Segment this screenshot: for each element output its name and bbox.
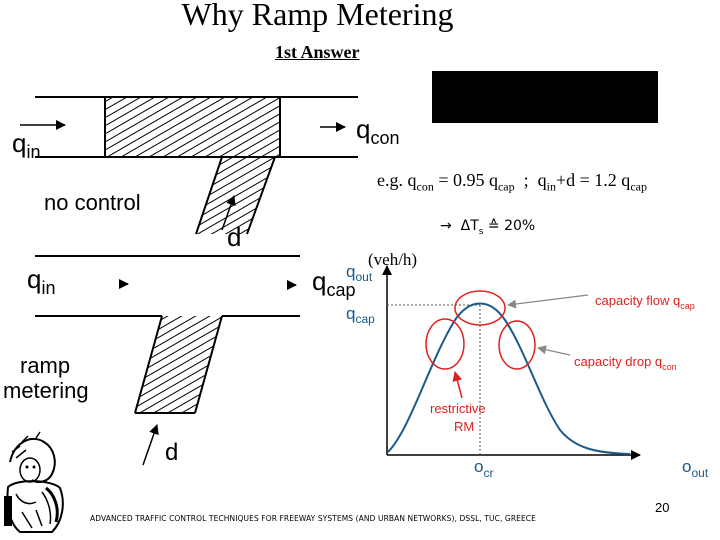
restrictive-rm-circle [425,318,465,370]
page-number: 20 [655,500,670,515]
subtitle-text: 1st Answer [275,42,360,62]
restrictive-rm-annotation-2: RM [454,419,474,434]
example-equation: e.g. qcon = 0.95 qcap ; qin+d = 1.2 qcap [377,170,647,195]
capacity-drop-arrow [537,345,571,356]
eq-sub: cap [630,179,647,194]
unit-label: (veh/h) [368,250,418,269]
capacity-drop-circle [498,320,536,370]
bottom-qcap: qcap [312,266,356,300]
delta-value: ≙ 20% [487,218,536,234]
bottom-qin: qin [27,264,55,298]
institute-logo [2,431,70,534]
page-subtitle: 1st Answer [275,42,360,63]
eq-part: = 0.95 q [433,170,498,190]
capacity-drop-annotation: capacity drop qcon [574,354,677,372]
bottom-freeway [35,255,300,466]
x-oout-label: oout [682,457,709,480]
page-title: Why Ramp Metering [181,0,454,32]
top-qin: qin [12,128,40,162]
ramp-metering-label-2: metering [3,378,89,403]
bottom-d-label: d [165,439,178,466]
restrictive-rm-arrow [452,371,463,399]
delta-label: → ΔT [440,218,479,234]
eq-part: ; q [514,170,547,190]
y-qout-label: qout [346,262,373,284]
eq-part: e.g. q [377,170,417,190]
flow-curve [387,302,631,455]
capacity-flow-arrow [507,294,589,309]
restrictive-rm-annotation-1: restrictive [430,401,486,416]
eq-sub: in [546,179,556,194]
fundamental-diagram [382,265,641,460]
eq-part: +d = 1.2 q [556,170,631,190]
redaction-box [432,71,658,123]
delta-sub: s [478,226,484,237]
footer-text: ADVANCED TRAFFIC CONTROL TECHNIQUES FOR … [90,514,536,523]
top-freeway [20,96,358,235]
eq-sub: cap [497,179,515,194]
delta-ts: → ΔTs ≙ 20% [440,218,535,237]
eq-sub: con [416,179,434,194]
no-control-label: no control [44,190,141,215]
x-ocr-label: ocr [474,457,493,480]
top-qcon: qcon [356,114,400,148]
y-qcap-label: qcap [346,304,375,326]
top-d-label: d [227,222,241,252]
capacity-flow-annotation: capacity flow qcap [595,293,695,311]
ramp-metering-label-1: ramp [20,353,70,378]
capacity-flow-circle [454,290,506,326]
